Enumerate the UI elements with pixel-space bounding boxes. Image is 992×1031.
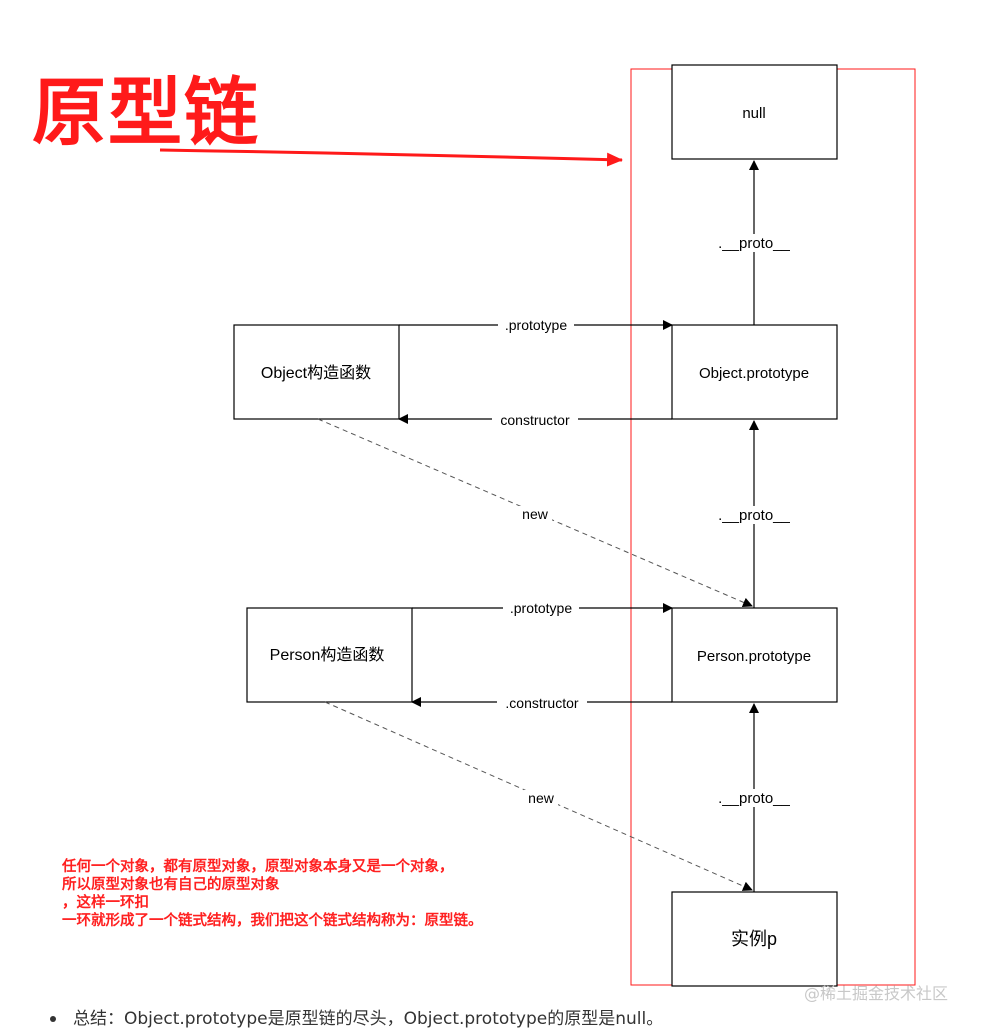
new-label-object: new — [522, 506, 549, 522]
object-prototype-box — [671, 324, 838, 420]
object-constructor-box — [233, 324, 400, 420]
summary-bullet: 总结：Object.prototype是原型链的尽头，Object.protot… — [50, 1007, 663, 1031]
object-prototype-label: Object.prototype — [699, 365, 809, 382]
proto-label-bg-1 — [712, 234, 796, 252]
summary-text: 总结：Object.prototype是原型链的尽头，Object.protot… — [73, 1009, 664, 1029]
site-watermark: @稀土掘金技术社区 — [804, 984, 949, 1003]
constructor-label-person: .constructor — [505, 695, 578, 711]
proto-label-bg-3 — [712, 789, 796, 807]
constructor-label-object: constructor — [500, 412, 570, 428]
proto-label-3: .__proto__ — [718, 790, 790, 807]
person-prototype-label: Person.prototype — [697, 648, 811, 665]
prototype-label-bg-object — [498, 317, 574, 333]
null-box — [671, 64, 838, 160]
new-label-bg-object — [518, 506, 552, 522]
diagram-title: 原型链 — [32, 70, 260, 156]
proto-label-bg-2 — [712, 506, 796, 524]
constructor-label-bg-person — [497, 694, 587, 710]
title-pointer-arrow — [159, 148, 623, 167]
person-constructor-box — [246, 607, 413, 703]
new-arrow-person — [324, 701, 753, 891]
person-constructor-label: Person构造函数 — [270, 646, 385, 664]
person-prototype-box — [671, 607, 838, 703]
explanation-note: 任何一个对象，都有原型对象，原型对象本身又是一个对象， 所以原型对象也有自己的原… — [62, 859, 483, 929]
constructor-label-bg-object — [492, 411, 578, 427]
prototype-label-object: .prototype — [505, 317, 567, 333]
new-label-person: new — [528, 790, 555, 806]
prototype-chain-highlight — [630, 68, 916, 986]
prototype-label-bg-person — [503, 600, 579, 616]
null-label: null — [742, 105, 765, 122]
new-label-bg-person — [524, 790, 558, 806]
prototype-label-person: .prototype — [510, 600, 572, 616]
instance-label: 实例p — [731, 929, 777, 949]
proto-label-2: .__proto__ — [718, 507, 790, 524]
proto-label-1: .__proto__ — [718, 235, 790, 252]
object-constructor-label: Object构造函数 — [261, 364, 371, 382]
instance-box — [671, 891, 838, 987]
